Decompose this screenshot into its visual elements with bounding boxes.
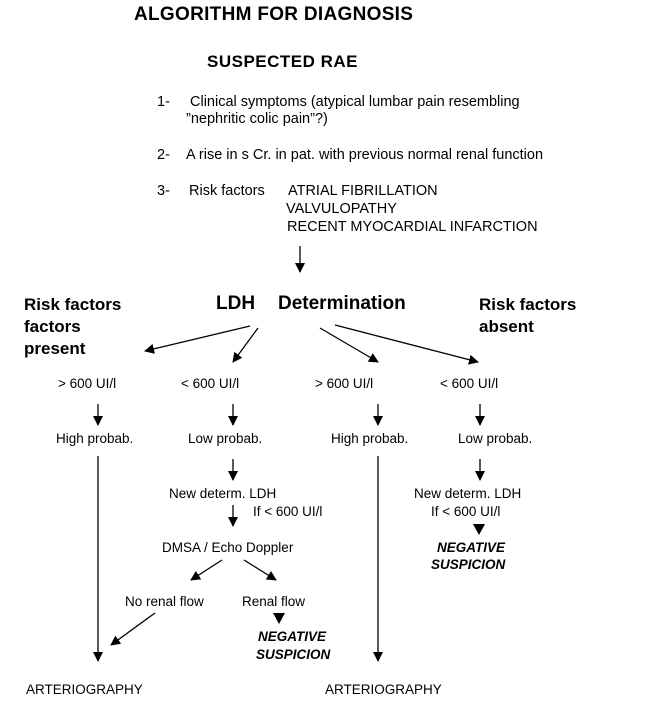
branch-2-threshold: < 600 UI/l	[181, 376, 240, 391]
criterion-1-line1: Clinical symptoms (atypical lumbar pain …	[190, 94, 520, 110]
negative-left-line2: SUSPICION	[256, 647, 331, 662]
right-group-line2: absent	[479, 317, 534, 336]
negative-left-line1: NEGATIVE	[258, 629, 327, 644]
criterion-2-line1: A rise in s Cr. in pat. with previous no…	[186, 147, 544, 163]
criterion-1-line2: ”nephritic colic pain”?)	[186, 111, 328, 127]
criterion-3-number: 3-	[157, 183, 170, 199]
arrow-ldh-to-left-low	[232, 327, 259, 363]
arrow-ldh-to-left-high	[144, 325, 251, 354]
left-group-line1: Risk factors	[24, 295, 122, 314]
branch-4-threshold: < 600 UI/l	[440, 376, 499, 391]
negative-right-line1: NEGATIVE	[437, 540, 506, 555]
determination-label: Determination	[278, 293, 406, 314]
page-title: ALGORITHM FOR DIAGNOSIS	[134, 4, 414, 25]
redeterm-left-line1: New determ. LDH	[169, 486, 277, 501]
risk-factor-3: RECENT MYOCARDIAL INFARCTION	[287, 219, 538, 235]
left-group-line2: factors	[24, 317, 81, 336]
redeterm-right-line1: New determ. LDH	[414, 486, 522, 501]
branch-2-probability: Low probab.	[188, 431, 263, 446]
branch-3-probability: High probab.	[331, 431, 409, 446]
arteriography-left: ARTERIOGRAPHY	[26, 682, 143, 697]
risk-factor-2: VALVULOPATHY	[286, 201, 397, 217]
arrowhead-redeterm-right	[473, 524, 485, 535]
branch-3-threshold: > 600 UI/l	[315, 376, 374, 391]
arrow-ldh-to-right-high	[319, 327, 379, 363]
left-group-line3: present	[24, 339, 86, 358]
branch-1-probability: High probab.	[56, 431, 134, 446]
no-renal-flow: No renal flow	[125, 594, 204, 609]
right-group-line1: Risk factors	[479, 295, 577, 314]
branch-4-probability: Low probab.	[458, 431, 533, 446]
arrowhead-renal-flow	[273, 613, 285, 624]
negative-right-line2: SUSPICION	[431, 557, 506, 572]
arteriography-right: ARTERIOGRAPHY	[325, 682, 442, 697]
renal-flow: Renal flow	[242, 594, 306, 609]
redeterm-right-line2: If < 600 UI/l	[431, 504, 501, 519]
arrow-dmsa-to-no-flow	[190, 559, 223, 581]
redeterm-left-line2: If < 600 UI/l	[253, 504, 323, 519]
branch-1-threshold: > 600 UI/l	[58, 376, 117, 391]
criterion-2-number: 2-	[157, 147, 170, 163]
arrow-ldh-to-right-low	[334, 324, 479, 365]
subtitle: SUSPECTED RAE	[207, 52, 359, 71]
criterion-1-number: 1-	[157, 94, 170, 110]
ldh-label: LDH	[216, 293, 256, 314]
arrow-no-flow-to-arteriography	[110, 612, 156, 646]
arrow-dmsa-to-flow	[243, 559, 277, 581]
criterion-3-label: Risk factors	[189, 183, 265, 199]
risk-factor-1: ATRIAL FIBRILLATION	[288, 183, 438, 199]
dmsa-echo-doppler: DMSA / Echo Doppler	[162, 540, 294, 555]
